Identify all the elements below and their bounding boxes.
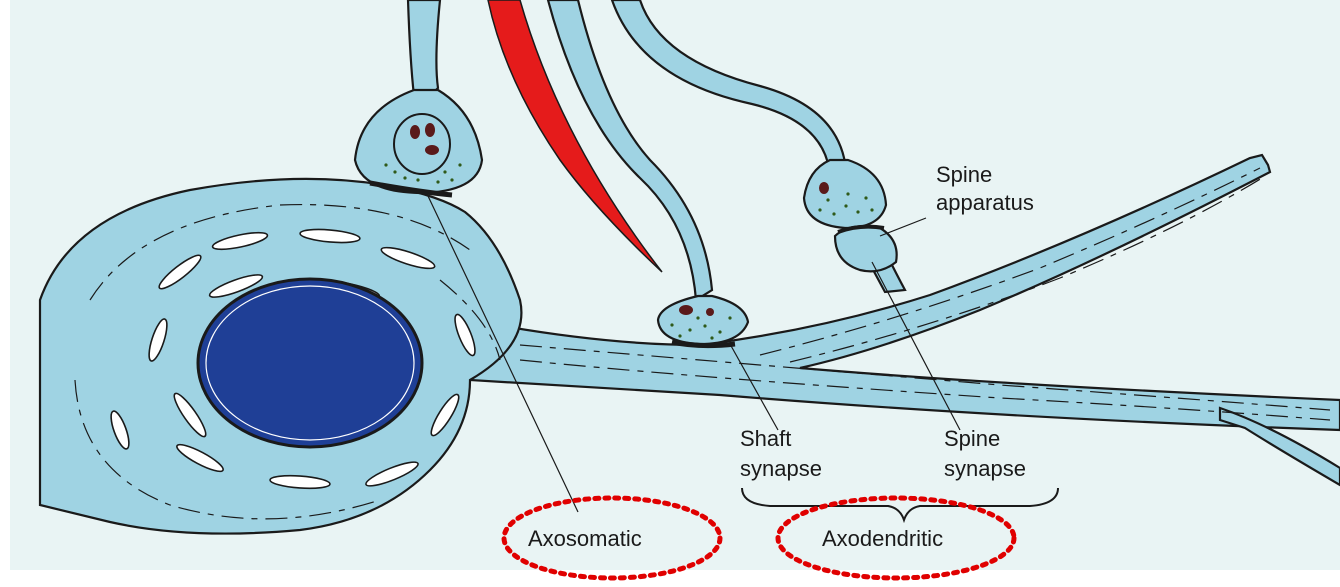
label-shaft-synapse-2: synapse — [740, 456, 822, 481]
mitochondrion — [425, 145, 439, 155]
label-axodendritic: Axodendritic — [822, 526, 943, 551]
label-spine-apparatus-1: Spine — [936, 162, 992, 187]
mitochondrion — [706, 308, 714, 316]
mitochondrion — [679, 305, 693, 315]
label-spine-apparatus-2: apparatus — [936, 190, 1034, 215]
label-axosomatic: Axosomatic — [528, 526, 642, 551]
axon-axosomatic — [408, 0, 440, 96]
label-spine-synapse-1: Spine — [944, 426, 1000, 451]
nucleus — [198, 279, 422, 447]
label-shaft-synapse-1: Shaft — [740, 426, 791, 451]
label-spine-synapse-2: synapse — [944, 456, 1026, 481]
mitochondrion — [819, 182, 829, 194]
mitochondrion — [410, 125, 420, 139]
mitochondrion — [425, 123, 435, 137]
